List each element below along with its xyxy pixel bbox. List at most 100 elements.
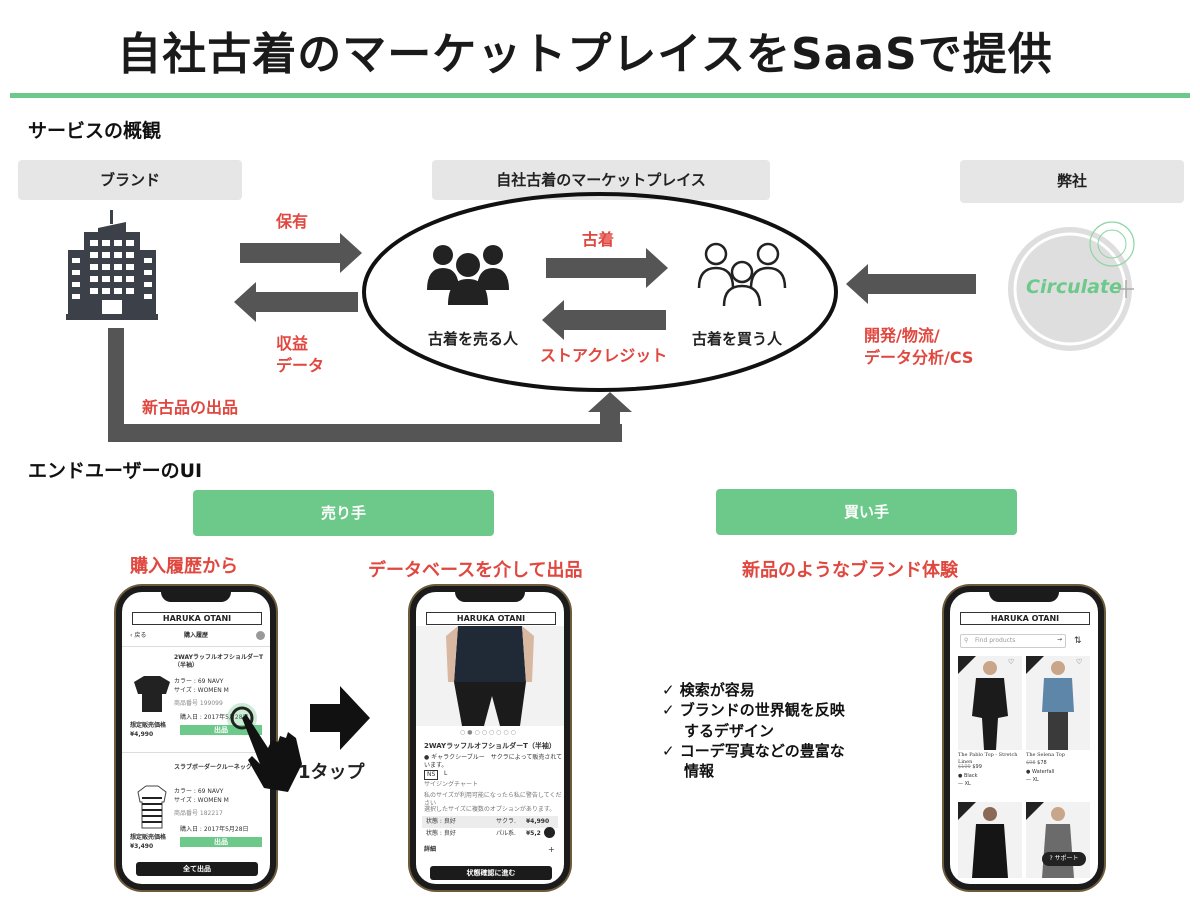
check-item-3: ✓ コーデ写真などの豊富な [662,741,845,760]
buyer-label: 古着を買う人 [692,330,783,348]
item2-price-label: 想定販売価格 [130,834,167,841]
product1-old-price: $109 [958,764,971,770]
support-label: サポート [1054,855,1079,862]
history-title: 購入履歴 [184,632,209,639]
caption-database: データベースを介して出品 [368,560,583,581]
search-input[interactable]: ⚲ Find products → [960,634,1066,648]
wishlist-icon[interactable]: ♡ [1076,658,1083,666]
item1-price: ¥4,990 [130,731,154,738]
notify-text: 私のサイズが利用可能になったら私に警告してください [424,792,562,808]
product2-image [1026,656,1090,750]
arrow-revenue [234,282,358,322]
group-outline-icon [697,242,787,307]
item2-color: カラー : 69 NAVY [174,788,224,795]
brand-bar: HARUKA OTANI [960,612,1090,625]
product4-image [1026,802,1090,878]
item2-date: 購入日 : 2017年5月28日 [180,826,249,833]
product2-prices: $98 $78 [1026,760,1047,767]
product3-image [958,802,1022,878]
filter-icon[interactable]: ⇅ [1074,636,1082,646]
option-row-2[interactable]: 状態 : 良好 パル系. ¥5,2 [422,828,558,840]
title-rule [10,93,1190,98]
item1-name: 2WAYラッフルオフショルダーT（半袖） [174,654,264,670]
product2-color: ● Waterfall [1026,769,1055,775]
back-link[interactable]: ‹ 戻る [130,632,147,639]
search-go-icon[interactable]: → [1057,636,1063,643]
color-note-text: ギャラクシーブルー サクラによって販売されています。 [424,754,563,770]
color-note: ● ギャラクシーブルー サクラによって販売されています。 [424,754,563,770]
label-new-items: 新古品の出品 [142,398,239,417]
product1-color: ● Black [958,773,978,779]
label-revenue: 収益 [276,334,309,353]
option-row-1[interactable]: 状態 : 良好 サクラ. ¥4,990 [422,816,558,828]
search-placeholder: Find products [975,637,1016,644]
big-right-arrow [310,686,370,750]
confirm-condition-button[interactable]: 状態確認に進む [430,866,552,880]
details-label[interactable]: 詳細 [424,846,437,853]
phone-purchase-history: HARUKA OTANI ‹ 戻る 購入履歴 2WAYラッフルオフショルダーT（… [116,586,276,890]
product1-price: $99 [972,764,982,770]
tap-gesture [227,686,370,792]
search-icon: ⚲ [964,637,969,644]
circulate-logo-text: Circulate [1026,276,1122,298]
options-note: 選択したサイズに複数のオプションがあります。 [424,806,556,813]
row1-seller: サクラ. [496,818,516,825]
size-l[interactable]: L [444,770,448,777]
row1-state: 状態 : 良好 [426,818,456,825]
label-company-service-1: 開発/物流/ [864,326,940,345]
phone-product-listing: HARUKA OTANI ○●○○○○○○ 2WAYラッフルオフショルダーT（半… [410,586,570,890]
check-item-1: ✓ 検索が容易 [662,681,755,699]
carousel-dots[interactable]: ○●○○○○○○ [460,729,518,736]
seller-label: 古着を売る人 [428,330,519,348]
product1-size-value: XL [964,781,971,787]
marketplace-ellipse [362,192,838,392]
info-icon[interactable] [256,631,265,640]
details-expand-icon[interactable]: + [548,845,555,854]
size-chart-link[interactable]: サイジングチャート [424,781,478,788]
support-button[interactable]: ? サポート [1042,852,1086,866]
overview-diagram [66,192,1135,442]
wishlist-icon[interactable]: ♡ [1008,658,1015,666]
item2-name: スラブボーダークルーネックT [174,764,256,771]
check-item-1-text: 検索が容易 [679,681,755,699]
enduser-heading-text: エンドユーザーのUI [28,460,203,482]
arrow-used [546,248,668,288]
item1-list-button[interactable]: 出品 [180,725,262,735]
item2-size: サイズ : WOMEN M [174,797,229,804]
company-label-box: 弊社 [960,160,1184,203]
product-name: 2WAYラッフルオフショルダーT（半袖） [424,742,556,750]
item1-code: 商品番号 199099 [174,700,223,707]
overview-heading-text: サービスの概観 [28,120,162,142]
check-item-2b: するデザイン [684,721,775,740]
label-company-service-2: データ分析/CS [864,348,974,367]
one-tap-label: 1タップ [298,762,365,783]
phone-shop: HARUKA OTANI ⚲ Find products → ⇅ ♡ ♡ The… [944,586,1104,890]
label-used: 古着 [582,230,615,249]
page-title: 自社古着のマーケットプレイスをSaaSで提供 [117,29,1053,80]
item2-price: ¥3,490 [130,843,154,850]
item2-code: 商品番号 182217 [174,810,223,817]
product2-old-price: $98 [1026,760,1036,766]
product2-name: The Selena Top [1026,752,1065,758]
list-all-button[interactable]: 全て出品 [136,862,258,876]
help-icon[interactable] [544,827,555,838]
item1-size: サイズ : WOMEN M [174,687,229,694]
seller-button: 売り手 [193,490,494,536]
item1-price-label: 想定販売価格 [130,722,167,729]
check-item-3b: 情報 [684,762,715,780]
item2-list-button[interactable]: 出品 [180,837,262,847]
label-store-credit: ストアクレジット [540,346,668,365]
enduser-heading: エンドユーザーのUI [28,456,203,486]
product1-prices: $109 $99 [958,764,982,771]
arrow-new-items [108,328,632,442]
check-item-3-text: コーデ写真などの豊富な [679,741,845,760]
label-data: データ [276,356,325,375]
product-photo [416,626,564,726]
row2-seller: パル系. [496,830,516,837]
product1-color-name: Black [963,773,978,779]
product1-image [958,656,1022,750]
item2-image [137,785,167,829]
product2-price: $78 [1037,760,1047,766]
size-ns[interactable]: NS [424,770,439,781]
product2-size-value: XL [1032,777,1039,783]
